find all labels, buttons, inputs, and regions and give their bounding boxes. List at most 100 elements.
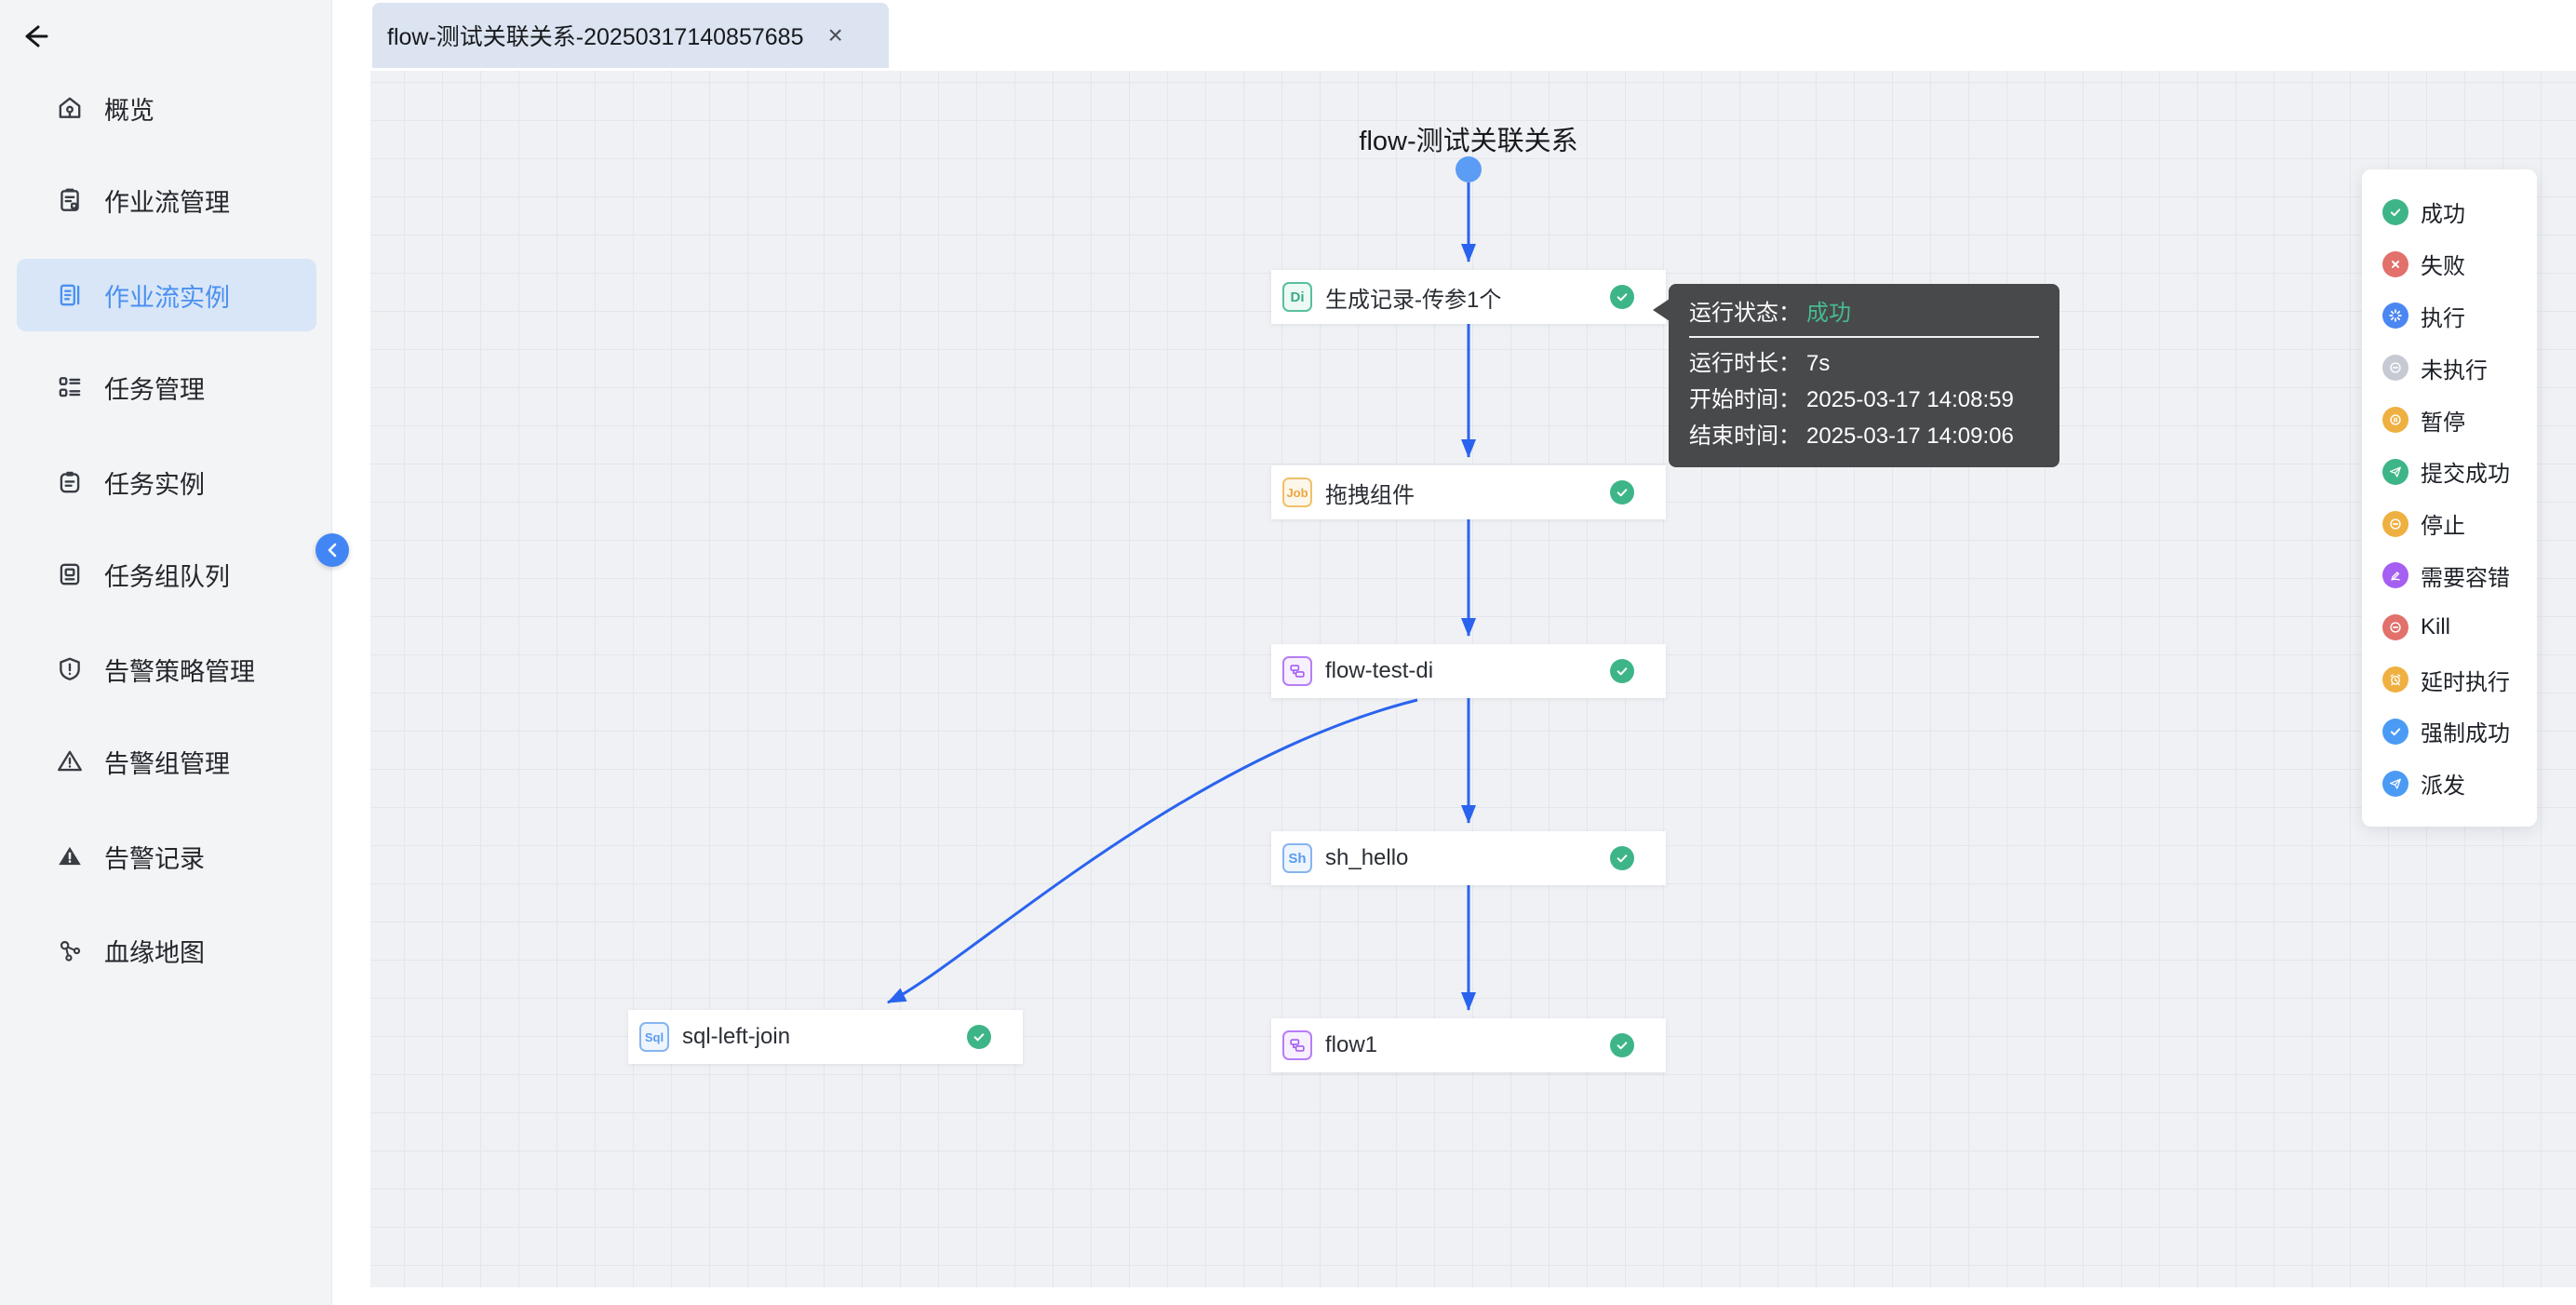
tooltip-start-row: 开始时间：2025-03-17 14:08:59 — [1689, 382, 2039, 418]
legend-item-forced-success: 强制成功 — [2362, 706, 2537, 758]
sidebar-item-label: 任务管理 — [104, 375, 205, 404]
sidebar-item-alert-record[interactable]: 告警记录 — [17, 820, 316, 893]
legend-item-dispatch: 派发 — [2362, 758, 2537, 810]
sidebar-item-label: 作业流管理 — [104, 188, 230, 217]
legend-label: 执行 — [2421, 305, 2465, 331]
legend-item-fault-tolerance: 需要容错 — [2362, 550, 2537, 602]
sidebar-item-task-manage[interactable]: 任务管理 — [17, 351, 316, 424]
node-run-tooltip: 运行状态：成功 运行时长：7s 开始时间：2025-03-17 14:08:59… — [1653, 284, 2059, 467]
tab-title: flow-测试关联关系-20250317140857685 — [387, 24, 804, 50]
success-icon — [2382, 198, 2408, 225]
tab-close-icon[interactable]: × — [827, 20, 843, 49]
back-button[interactable] — [19, 20, 50, 52]
lineage-map-icon — [56, 936, 84, 964]
dag-canvas[interactable]: flow-测试关联关系 Di 生成记录-传参1个 Job 拖拽组件 flow-t… — [370, 71, 2576, 1287]
tooltip-row-label: 开始时间： — [1689, 387, 1801, 412]
legend-item-pause: 暂停 — [2362, 394, 2537, 446]
success-status-icon — [967, 1025, 991, 1049]
tooltip-row-value: 2025-03-17 14:09:06 — [1806, 424, 2014, 449]
pause-icon — [2382, 407, 2408, 434]
sidebar-collapse-button[interactable] — [315, 533, 349, 567]
tooltip-end-row: 结束时间：2025-03-17 14:09:06 — [1689, 418, 2039, 454]
task-node-4[interactable]: Sh sh_hello — [1271, 831, 1666, 885]
alert-policy-icon — [56, 655, 84, 683]
legend-label: 未执行 — [2421, 357, 2488, 383]
subflow-icon — [1282, 1030, 1312, 1060]
sidebar-item-task-group-queue[interactable]: 任务组队列 — [17, 538, 316, 611]
sidebar-item-label: 任务组队列 — [104, 562, 230, 591]
alert-record-icon — [56, 842, 84, 870]
legend-label: 失败 — [2421, 254, 2465, 280]
task-node-label: sql-left-join — [682, 1024, 791, 1049]
legend-item-submit-success: 提交成功 — [2362, 446, 2537, 498]
failure-icon — [2382, 250, 2408, 277]
task-node-label: 拖拽组件 — [1325, 482, 1415, 508]
not-run-icon — [2382, 355, 2408, 382]
success-status-icon — [1610, 659, 1634, 683]
tooltip-divider — [1689, 336, 2039, 338]
chevron-left-icon — [328, 543, 337, 558]
legend-item-not-run: 未执行 — [2362, 342, 2537, 394]
sidebar-item-workflow-manage[interactable]: 作业流管理 — [17, 164, 316, 236]
legend-label: 提交成功 — [2421, 462, 2510, 488]
task-node-5[interactable]: flow1 — [1271, 1018, 1666, 1072]
sidebar-item-alert-group[interactable]: 告警组管理 — [17, 725, 316, 798]
success-status-icon — [1610, 285, 1634, 309]
legend-label: 停止 — [2421, 514, 2465, 540]
status-legend: 成功 失败 执行 未执行 暂停 提交成功 停止 需要容错 — [2362, 169, 2537, 827]
task-group-queue-icon — [56, 560, 84, 588]
subflow-icon — [1282, 656, 1312, 686]
sidebar-item-task-instance[interactable]: 任务实例 — [17, 446, 316, 518]
arrow-left-icon — [25, 25, 48, 47]
legend-label: 派发 — [2421, 774, 2465, 800]
legend-item-kill: Kill — [2362, 601, 2537, 653]
flow-start-dot[interactable] — [1456, 156, 1482, 182]
tooltip-row-label: 运行时长： — [1689, 351, 1801, 376]
sidebar-item-label: 概览 — [104, 96, 154, 125]
forced-success-icon — [2382, 718, 2408, 745]
success-status-icon — [1610, 1033, 1634, 1057]
stop-icon — [2382, 510, 2408, 537]
sidebar-item-label: 告警组管理 — [104, 749, 230, 778]
flow-title: flow-测试关联关系 — [1359, 127, 1578, 156]
tab-flow-instance[interactable]: flow-测试关联关系-20250317140857685 × — [372, 3, 889, 68]
di-task-badge: Di — [1282, 282, 1312, 312]
tab-bar: flow-测试关联关系-20250317140857685 × — [332, 0, 2576, 71]
task-manage-icon — [56, 373, 84, 401]
legend-item-success: 成功 — [2362, 186, 2537, 238]
task-node-2[interactable]: Job 拖拽组件 — [1271, 465, 1666, 519]
task-node-3[interactable]: flow-test-di — [1271, 644, 1666, 698]
legend-label: 成功 — [2421, 202, 2465, 228]
shell-task-badge: Sh — [1282, 843, 1312, 873]
sql-task-badge: Sql — [639, 1022, 669, 1052]
success-status-icon — [1610, 846, 1634, 870]
sidebar-item-alert-policy[interactable]: 告警策略管理 — [17, 633, 316, 706]
legend-label: Kill — [2421, 614, 2451, 640]
tooltip-status-label: 运行状态： — [1689, 301, 1801, 326]
task-node-1[interactable]: Di 生成记录-传参1个 — [1271, 270, 1666, 324]
tooltip-status-value: 成功 — [1806, 301, 1851, 326]
task-node-label: 生成记录-传参1个 — [1325, 287, 1502, 313]
sidebar-item-workflow-instance[interactable]: 作业流实例 — [17, 259, 316, 331]
sidebar-item-lineage-map[interactable]: 血缘地图 — [17, 914, 316, 987]
alert-group-icon — [56, 747, 84, 775]
legend-label: 延时执行 — [2421, 669, 2510, 695]
legend-item-stop: 停止 — [2362, 498, 2537, 550]
delay-run-icon — [2382, 666, 2408, 693]
sidebar-item-label: 告警记录 — [104, 844, 205, 873]
kill-icon — [2382, 614, 2408, 641]
running-icon — [2382, 303, 2408, 330]
legend-label: 强制成功 — [2421, 721, 2510, 747]
tooltip-row-value: 2025-03-17 14:08:59 — [1806, 387, 2014, 412]
sidebar-item-label: 告警策略管理 — [104, 657, 255, 686]
fault-tolerance-icon — [2382, 562, 2408, 589]
sidebar-item-overview[interactable]: 概览 — [17, 72, 316, 144]
submit-success-icon — [2382, 458, 2408, 485]
task-node-6[interactable]: Sql sql-left-join — [628, 1010, 1023, 1064]
tooltip-status-row: 运行状态：成功 — [1689, 295, 2039, 332]
tooltip-duration-row: 运行时长：7s — [1689, 345, 2039, 382]
job-task-badge: Job — [1282, 478, 1312, 507]
legend-item-failure: 失败 — [2362, 238, 2537, 290]
task-instance-icon — [56, 468, 84, 496]
sidebar-item-label: 血缘地图 — [104, 938, 205, 967]
